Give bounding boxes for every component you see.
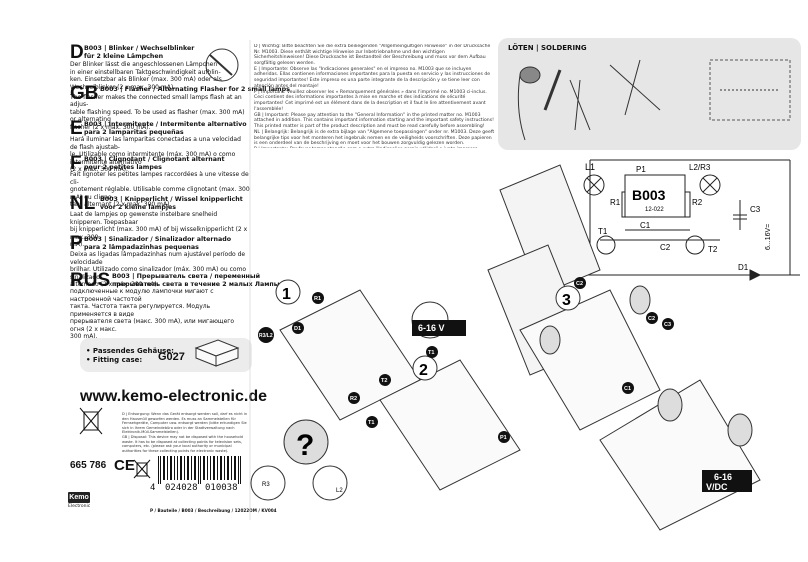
lang-title: B003 | Прерыватель света / переменный пр…: [112, 273, 280, 288]
step-3-badge: [555, 285, 581, 311]
notice-item: E | Importante: Observe las "Indicacione…: [254, 66, 491, 89]
case-icon: [194, 339, 240, 367]
lbl-volt2a: 6-16: [714, 472, 732, 482]
lang-title: B003 | Clignotant / Clignotant alternant…: [84, 156, 225, 171]
lang-code-nl: NL: [70, 193, 96, 214]
lang-body: The flasher makes the connected small la…: [70, 93, 245, 131]
question-circle: [283, 419, 329, 465]
sch-l2r3: L2/R3: [689, 163, 711, 172]
footer-code: P / Bauteile / B003 / Beschreibung / 120…: [150, 508, 277, 513]
sch-r1: R1: [610, 198, 621, 207]
lang-code-p: P: [70, 233, 83, 254]
ce-mark: CE: [114, 457, 135, 474]
lang-code-f: F: [70, 153, 82, 174]
lang-code-d: D: [70, 42, 84, 63]
sch-c2: C2: [660, 243, 671, 252]
barcode-digits-3: 010038: [205, 483, 238, 493]
sch-module: B003: [632, 187, 666, 203]
disposal-note: D | Entsorgung: Wenn das Gerät entsorgt …: [122, 412, 248, 453]
barcode-digit-1: 4: [150, 483, 156, 493]
lbl-r2: R2: [350, 396, 357, 402]
lang-code-e: E: [70, 118, 83, 139]
sch-voltage: 6...16V=: [765, 224, 772, 250]
article-number: 665 786: [70, 460, 107, 471]
gauge-diagram: [205, 48, 239, 82]
circuit-schematic: [580, 159, 800, 281]
kemo-logo-sub: Electronic: [68, 504, 91, 509]
lbl-c1: C1: [624, 386, 631, 392]
lang-code-rus: RUS: [70, 270, 111, 291]
lang-body: подключенные к модулю лампочки мигают с …: [70, 288, 235, 340]
sch-t1: T1: [598, 227, 608, 236]
barcode: [158, 456, 241, 484]
lbl-p1: P1: [500, 435, 507, 441]
lang-title: B003 | Sinalizador / Sinalizador alterna…: [84, 236, 232, 251]
sch-c1: C1: [640, 221, 651, 230]
lang-title: B003 | Flasher / Alternating Flasher for…: [100, 86, 290, 93]
step-1: 1: [282, 286, 291, 303]
lang-title: B003 | Intermitente / Intermitente alter…: [84, 121, 247, 136]
opt-l2: L2: [336, 488, 343, 494]
part-labels: [258, 277, 752, 492]
r3-option: [250, 465, 286, 501]
kemo-logo: Kemo: [68, 492, 90, 503]
step-3: 3: [562, 292, 571, 309]
sch-l1: L1: [585, 162, 595, 172]
step-2-badge: [412, 355, 438, 381]
lbl-volt2b: V/DC: [706, 482, 728, 492]
step-1-badge: [275, 279, 301, 305]
lbl-d1: D1: [294, 326, 301, 332]
lbl-t1: T1: [428, 350, 434, 356]
notice-item: GB | Important: Please pay attention to …: [254, 112, 494, 129]
important-notices: D | Wichtig: Bitte beachten Sie die extr…: [254, 44, 496, 148]
notice-item: F | Important: Veuillez observer les « R…: [254, 89, 487, 112]
lang-body: Der Blinker lässt die angeschlossenen Lä…: [70, 61, 222, 91]
notice-item: NL | Belangrijk: Belangrijk is de extra …: [254, 129, 495, 147]
case-model: G027: [158, 351, 185, 363]
disposal-bin-icon: [79, 407, 103, 435]
soldering-title: LÖTEN | SOLDERING: [508, 44, 587, 52]
lang-title: B003 | Knipperlicht / Wissel knipperlich…: [100, 196, 243, 211]
notice-item: D | Wichtig: Bitte beachten Sie die extr…: [254, 44, 491, 66]
lang-title: B003 | Blinker / Wechselblinker für 2 kl…: [84, 45, 195, 60]
l2-option: [312, 465, 348, 501]
step-2: 2: [419, 362, 428, 379]
sch-c3: C3: [750, 205, 761, 214]
sch-d1: D1: [738, 263, 749, 272]
bin-icon: [133, 459, 151, 479]
lbl-r1: R1: [314, 296, 321, 302]
lbl-c2b: C2: [648, 316, 655, 322]
soldering-panel: [498, 38, 801, 150]
website-url: www.kemo-electronic.de: [80, 388, 268, 405]
lbl-volt1: 6-16 V: [418, 323, 445, 333]
lang-body: Laat de lampjes op gewenste insteIbare s…: [70, 211, 248, 248]
barcode-digits-2: 024028: [165, 483, 198, 493]
sch-p1: P1: [636, 165, 646, 174]
case-label-en: • Fitting case:: [86, 356, 143, 364]
lang-code-gb: GB: [70, 83, 99, 104]
case-label-de: • Passendes Gehäuse:: [86, 347, 174, 355]
notice-item: P | Importante: Por favor tomar atenção …: [254, 147, 496, 148]
sch-r2: R2: [692, 198, 703, 207]
lang-body: Fait lignoter les petites lampes raccord…: [70, 171, 250, 208]
assembly-final: [599, 379, 761, 531]
lbl-r3l2: R3/L2: [259, 333, 273, 339]
lbl-c3: C3: [664, 322, 671, 328]
sch-code: 12-022: [645, 207, 664, 213]
lang-body: Hará iluminar las lamparitas conectadas …: [70, 136, 241, 173]
lbl-c2: C2: [576, 281, 583, 287]
lbl-t2: T2: [381, 378, 387, 384]
assembly-step3: [519, 285, 661, 431]
sch-t2: T2: [708, 245, 718, 254]
opt-r3: R3: [262, 482, 270, 488]
question-mark: ?: [296, 429, 314, 462]
soldering-illustration: [517, 59, 791, 141]
lbl-t1b: T1: [368, 420, 374, 426]
lang-body: Deixa as ligadas lâmpadazinhas num ajust…: [70, 251, 247, 288]
